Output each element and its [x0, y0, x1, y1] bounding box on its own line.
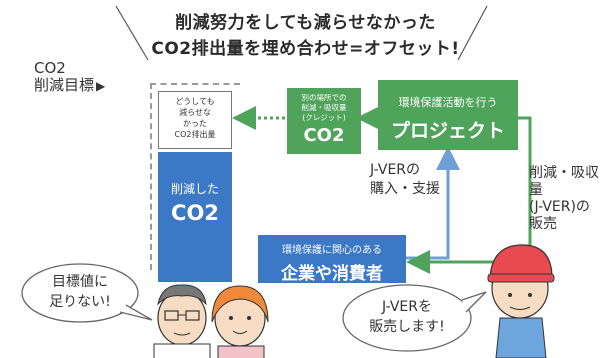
speech-bubble-left [21, 263, 139, 323]
old-man-illustration [487, 244, 555, 358]
reduced-co2-label: 削減した [170, 182, 219, 196]
speech-right-line-1: J-VERを [381, 299, 432, 315]
purchase-support-line-2: 購入・支援 [370, 181, 440, 197]
purchase-support-label: J-VERの 購入・支援 [370, 161, 440, 199]
project-box: 環境保護活動を行う プロジェクト [378, 80, 518, 150]
sales-label: 削減・吸収量 (J-VER)の 販売 [529, 165, 611, 233]
unreduced-line-1: どうしても [175, 97, 215, 106]
speech-bubble-right-text: J-VERを 販売します! [350, 297, 464, 337]
headline-stroke-left [115, 5, 149, 61]
credit-line-3: (クレジット) [302, 113, 346, 122]
headline-stroke-right [457, 5, 488, 61]
triangle-pointer-icon: ▶ [96, 79, 106, 93]
unreduced-emissions-box: どうしても 減らせな かった CO2排出量 [158, 91, 232, 149]
woman-illustration [211, 285, 269, 358]
speech-left-line-2: 足りない! [49, 294, 111, 310]
speech-right-line-2: 販売します! [369, 319, 445, 335]
company-consumer-box: 環境保護に関心のある 企業や消費者 [258, 235, 406, 284]
unreduced-line-3: かった [183, 119, 207, 128]
headline-line-1: 削減努力をしても減らせなかった [175, 13, 436, 33]
reduced-co2-box: 削減した CO2 [158, 152, 232, 282]
purchase-support-line-1: J-VERの [370, 162, 421, 178]
company-line-1: 環境保護に関心のある [282, 245, 382, 256]
credit-co2: CO2 [303, 125, 345, 146]
headline-line-2: CO2排出量を埋め合わせ=オフセット! [151, 39, 460, 59]
speech-bubble-right [342, 284, 472, 352]
company-line-2: 企業や消費者 [281, 264, 383, 284]
reduced-co2-value: CO2 [171, 201, 219, 225]
speech-bubble-left-text: 目標値に 足りない! [30, 272, 130, 312]
credit-line-1: 別の場所での [301, 93, 347, 102]
unreduced-line-4: CO2排出量 [174, 130, 216, 139]
arrow-project-to-company [406, 116, 532, 274]
credit-line-2: 削減・吸収量 [301, 103, 347, 112]
sales-line-2: (J-VER)の [529, 199, 590, 215]
sales-line-1: 削減・吸収量 [529, 165, 599, 198]
man-illustration [153, 284, 211, 358]
credit-box: 別の場所での 削減・吸収量 (クレジット) CO2 [287, 88, 361, 154]
reduction-target-label-line-1: CO2 [34, 59, 66, 77]
target-bracket [150, 83, 240, 270]
project-line-2: プロジェクト [390, 120, 505, 142]
reduction-target-label: CO2 削減目標▶ [34, 60, 105, 95]
speech-left-line-1: 目標値に [52, 274, 108, 290]
reduction-target-label-line-2: 削減目標 [34, 76, 95, 94]
sales-line-3: 販売 [529, 216, 557, 232]
project-line-1: 環境保護活動を行う [398, 96, 498, 109]
unreduced-line-2: 減らせな [179, 108, 211, 117]
